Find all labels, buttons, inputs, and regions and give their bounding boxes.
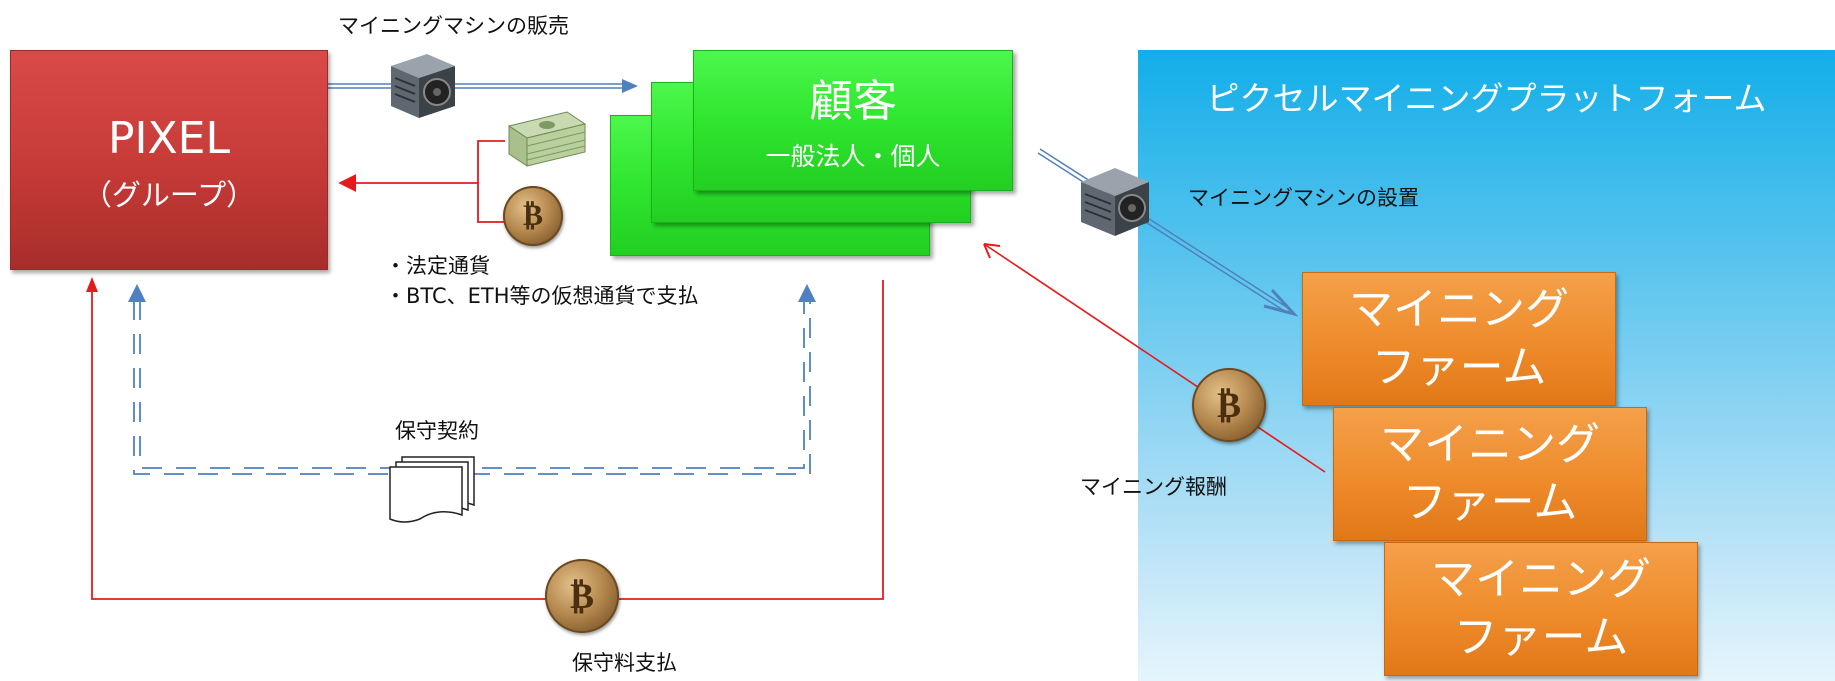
farm-label-line1: マイニング: [1349, 284, 1569, 335]
payment-arrow: [338, 140, 505, 223]
customer-card-front: 顧客 一般法人・個人: [693, 50, 1013, 191]
document-stack-icon: [389, 456, 475, 523]
mining-machine-icon: [1081, 168, 1149, 236]
farm-label-line1: マイニング: [1431, 554, 1651, 605]
install-arrow: [1037, 148, 1299, 317]
bitcoin-coin-icon: ₿: [1192, 368, 1266, 442]
cash-stack-icon: [507, 111, 587, 167]
bitcoin-coin-icon: ₿: [503, 186, 563, 246]
pixel-title: PIXEL: [108, 113, 230, 164]
farm-label-line2: ファーム: [1371, 342, 1547, 393]
mining-farm-card: マイニング ファーム: [1302, 272, 1616, 406]
payment-fiat-label: ・法定通貨: [385, 254, 490, 278]
farm-label-line1: マイニング: [1380, 419, 1600, 470]
mining-reward-label: マイニング報酬: [1080, 475, 1227, 499]
farm-label-line2: ファーム: [1402, 477, 1578, 528]
mining-farm-card: マイニング ファーム: [1384, 542, 1698, 676]
maintenance-fee-loop: [86, 277, 884, 600]
mining-farm-card: マイニング ファーム: [1333, 407, 1647, 541]
contract-arrowhead-left: [128, 284, 146, 302]
machine-sale-label: マイニングマシンの販売: [338, 14, 569, 38]
farm-label-line2: ファーム: [1453, 612, 1629, 663]
reward-arrow: [983, 243, 1326, 473]
bitcoin-coin-icon: ₿: [545, 559, 619, 633]
platform-title: ピクセルマイニングプラットフォーム: [1206, 79, 1767, 118]
contract-dashed-loop: [133, 300, 811, 475]
pixel-box: PIXEL （グループ）: [10, 50, 328, 270]
pixel-subtitle: （グループ）: [82, 178, 256, 212]
maintenance-contract-label: 保守契約: [395, 419, 479, 443]
contract-arrowhead-right: [798, 284, 816, 302]
customer-subtitle: 一般法人・個人: [765, 142, 941, 171]
machine-install-label: マイニングマシンの設置: [1188, 186, 1419, 210]
payment-crypto-label: ・BTC、ETH等の仮想通貨で支払: [385, 284, 699, 308]
maintenance-fee-label: 保守料支払: [572, 651, 677, 675]
sale-arrow: [328, 79, 638, 93]
mining-machine-icon: [391, 54, 455, 118]
customer-title: 顧客: [809, 76, 897, 127]
